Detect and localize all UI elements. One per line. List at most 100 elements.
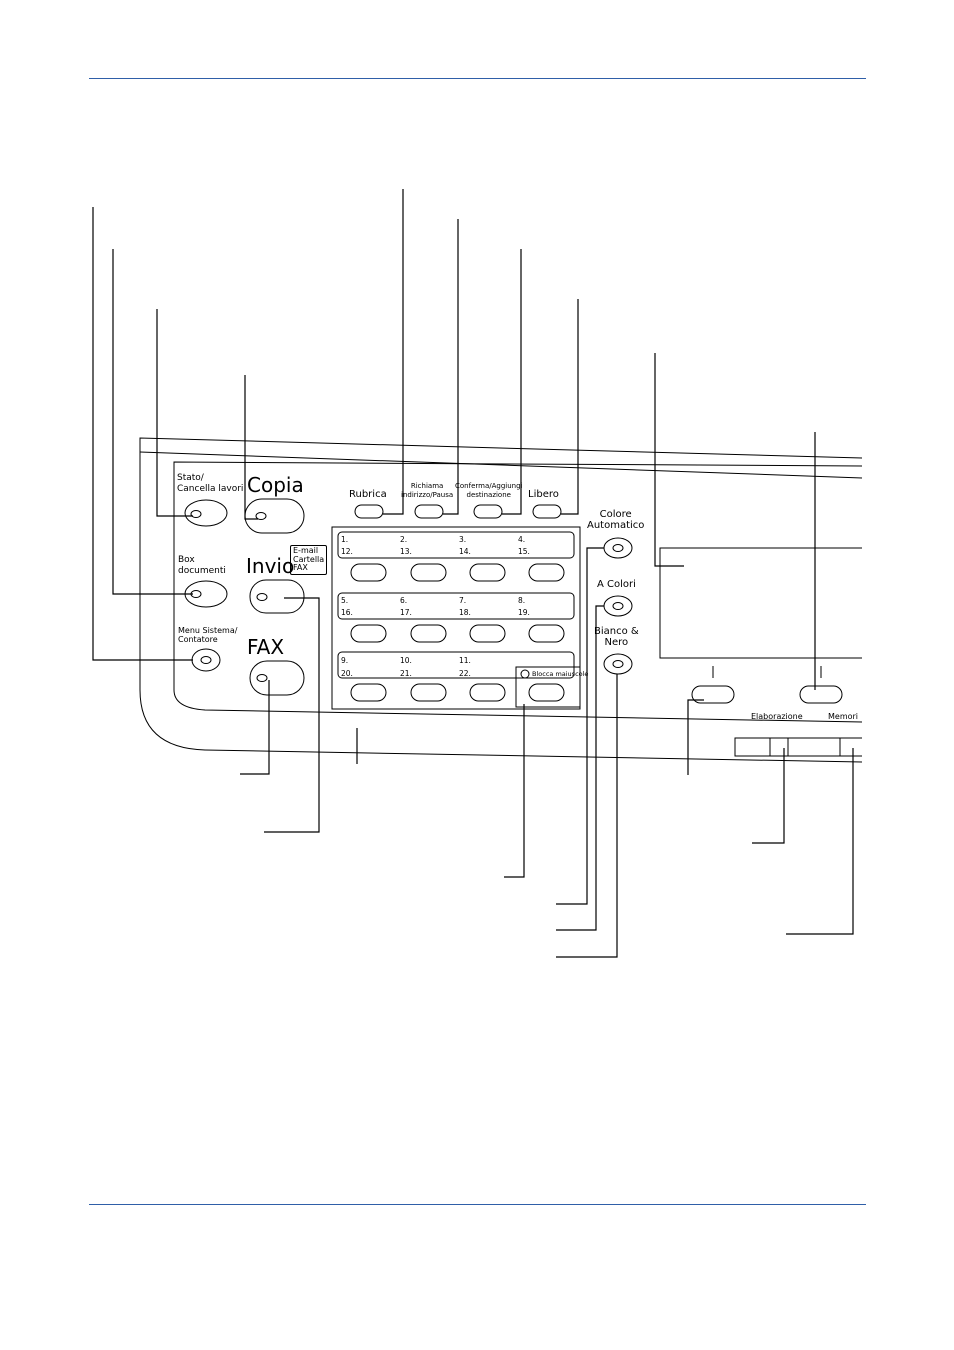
leader-stato — [156, 309, 193, 517]
ot-label: 11. — [459, 656, 471, 665]
fax-label: FAX — [247, 635, 285, 659]
ot-label: 13. — [400, 547, 412, 556]
leader-richiama — [443, 219, 459, 515]
leader-box — [112, 249, 193, 595]
one-touch-key[interactable] — [528, 624, 565, 643]
elaborazione-label: Elaborazione — [751, 712, 803, 721]
blocca-frame — [515, 666, 581, 708]
copia-label: Copia — [247, 473, 304, 497]
box-label: Box documenti — [178, 555, 226, 576]
richiama-label: Richiama indirizzo/Pausa — [401, 482, 454, 499]
ot-label: 5. — [341, 596, 349, 605]
ot-label: 19. — [518, 608, 530, 617]
blocca-led — [520, 669, 530, 679]
bianco-nero-label: Bianco & Nero — [594, 626, 639, 648]
bianco-nero-led — [612, 660, 624, 668]
leader-a-colori — [556, 605, 604, 931]
conferma-button[interactable] — [473, 504, 503, 519]
leader-soft-left — [687, 699, 704, 775]
panel-outer-edge — [139, 437, 863, 763]
ot-label: 16. — [341, 608, 353, 617]
one-touch-key[interactable] — [410, 683, 447, 702]
one-touch-key[interactable] — [469, 624, 506, 643]
one-touch-key[interactable] — [350, 683, 387, 702]
one-touch-label-strip-3 — [337, 651, 575, 679]
ot-label: 2. — [400, 535, 408, 544]
ot-label: 20. — [341, 669, 353, 678]
invio-sub-label: E-mail Cartella FAX — [290, 545, 328, 575]
a-colori-led — [612, 602, 624, 610]
copia-button[interactable] — [244, 498, 305, 534]
ot-label: 18. — [459, 608, 471, 617]
one-touch-key[interactable] — [410, 563, 447, 582]
leader-display — [654, 353, 684, 567]
conferma-label: Conferma/Aggiungi destinazione — [455, 482, 523, 499]
blocca-label: Blocca maiuscole — [532, 670, 589, 678]
one-touch-key[interactable] — [350, 563, 387, 582]
leader-bianco-nero — [556, 674, 618, 958]
footer-rule — [89, 1204, 866, 1205]
invio-label: Invio — [246, 554, 295, 578]
richiama-button[interactable] — [414, 504, 444, 519]
fax-led — [256, 674, 268, 682]
stato-button[interactable] — [184, 499, 228, 527]
ot-label: 10. — [400, 656, 412, 665]
ot-label: 4. — [518, 535, 526, 544]
ot-label: 15. — [518, 547, 530, 556]
blocca-key[interactable] — [528, 683, 565, 702]
menu-led — [200, 656, 212, 664]
leader-colore-auto — [556, 547, 604, 905]
one-touch-key[interactable] — [469, 683, 506, 702]
menu-label: Menu Sistema/ Contatore — [178, 626, 238, 644]
libero-label: Libero — [528, 489, 559, 500]
leader-elaborazione — [752, 748, 785, 844]
ot-label: 14. — [459, 547, 471, 556]
colore-auto-led — [612, 544, 624, 552]
a-colori-label: A Colori — [597, 579, 636, 590]
lcd-display — [659, 547, 862, 659]
ot-label: 17. — [400, 608, 412, 617]
leader-conferma — [502, 249, 522, 515]
ot-label: 3. — [459, 535, 467, 544]
rubrica-button[interactable] — [354, 504, 384, 519]
rubrica-label: Rubrica — [349, 489, 387, 500]
leader-menu — [92, 207, 193, 661]
panel-top-edge — [139, 451, 863, 479]
one-touch-frame — [331, 526, 581, 710]
stato-led — [190, 510, 202, 518]
soft-key-right[interactable] — [799, 685, 843, 704]
one-touch-key[interactable] — [469, 563, 506, 582]
panel-inner-edge — [173, 461, 863, 723]
leader-fax — [240, 680, 270, 775]
fax-button[interactable] — [249, 660, 305, 696]
one-touch-label-strip-1 — [337, 531, 575, 559]
ot-label: 9. — [341, 656, 349, 665]
ot-label: 7. — [459, 596, 467, 605]
ot-label: 1. — [341, 535, 349, 544]
one-touch-label-strip-2 — [337, 592, 575, 620]
leader-invio — [264, 597, 320, 833]
ot-label: 21. — [400, 669, 412, 678]
ot-label: 6. — [400, 596, 408, 605]
soft-key-left[interactable] — [691, 685, 735, 704]
ot-label: 22. — [459, 669, 471, 678]
leader-libero — [561, 299, 579, 515]
one-touch-key[interactable] — [350, 624, 387, 643]
invio-led — [256, 593, 268, 601]
one-touch-key[interactable] — [410, 624, 447, 643]
one-touch-key[interactable] — [528, 563, 565, 582]
leader-rubrica — [383, 189, 404, 515]
header-rule — [89, 78, 866, 79]
libero-button[interactable] — [532, 504, 562, 519]
ot-label: 12. — [341, 547, 353, 556]
memoria-label: Memori — [828, 712, 859, 721]
leader-memoria — [786, 748, 854, 935]
leader-blocca — [504, 704, 525, 878]
copia-led — [255, 512, 267, 520]
invio-button[interactable] — [249, 579, 305, 614]
leader-copia — [244, 375, 258, 520]
colore-auto-label: Colore Automatico — [587, 509, 645, 531]
ot-label: 8. — [518, 596, 526, 605]
indicator-strip — [734, 737, 862, 757]
